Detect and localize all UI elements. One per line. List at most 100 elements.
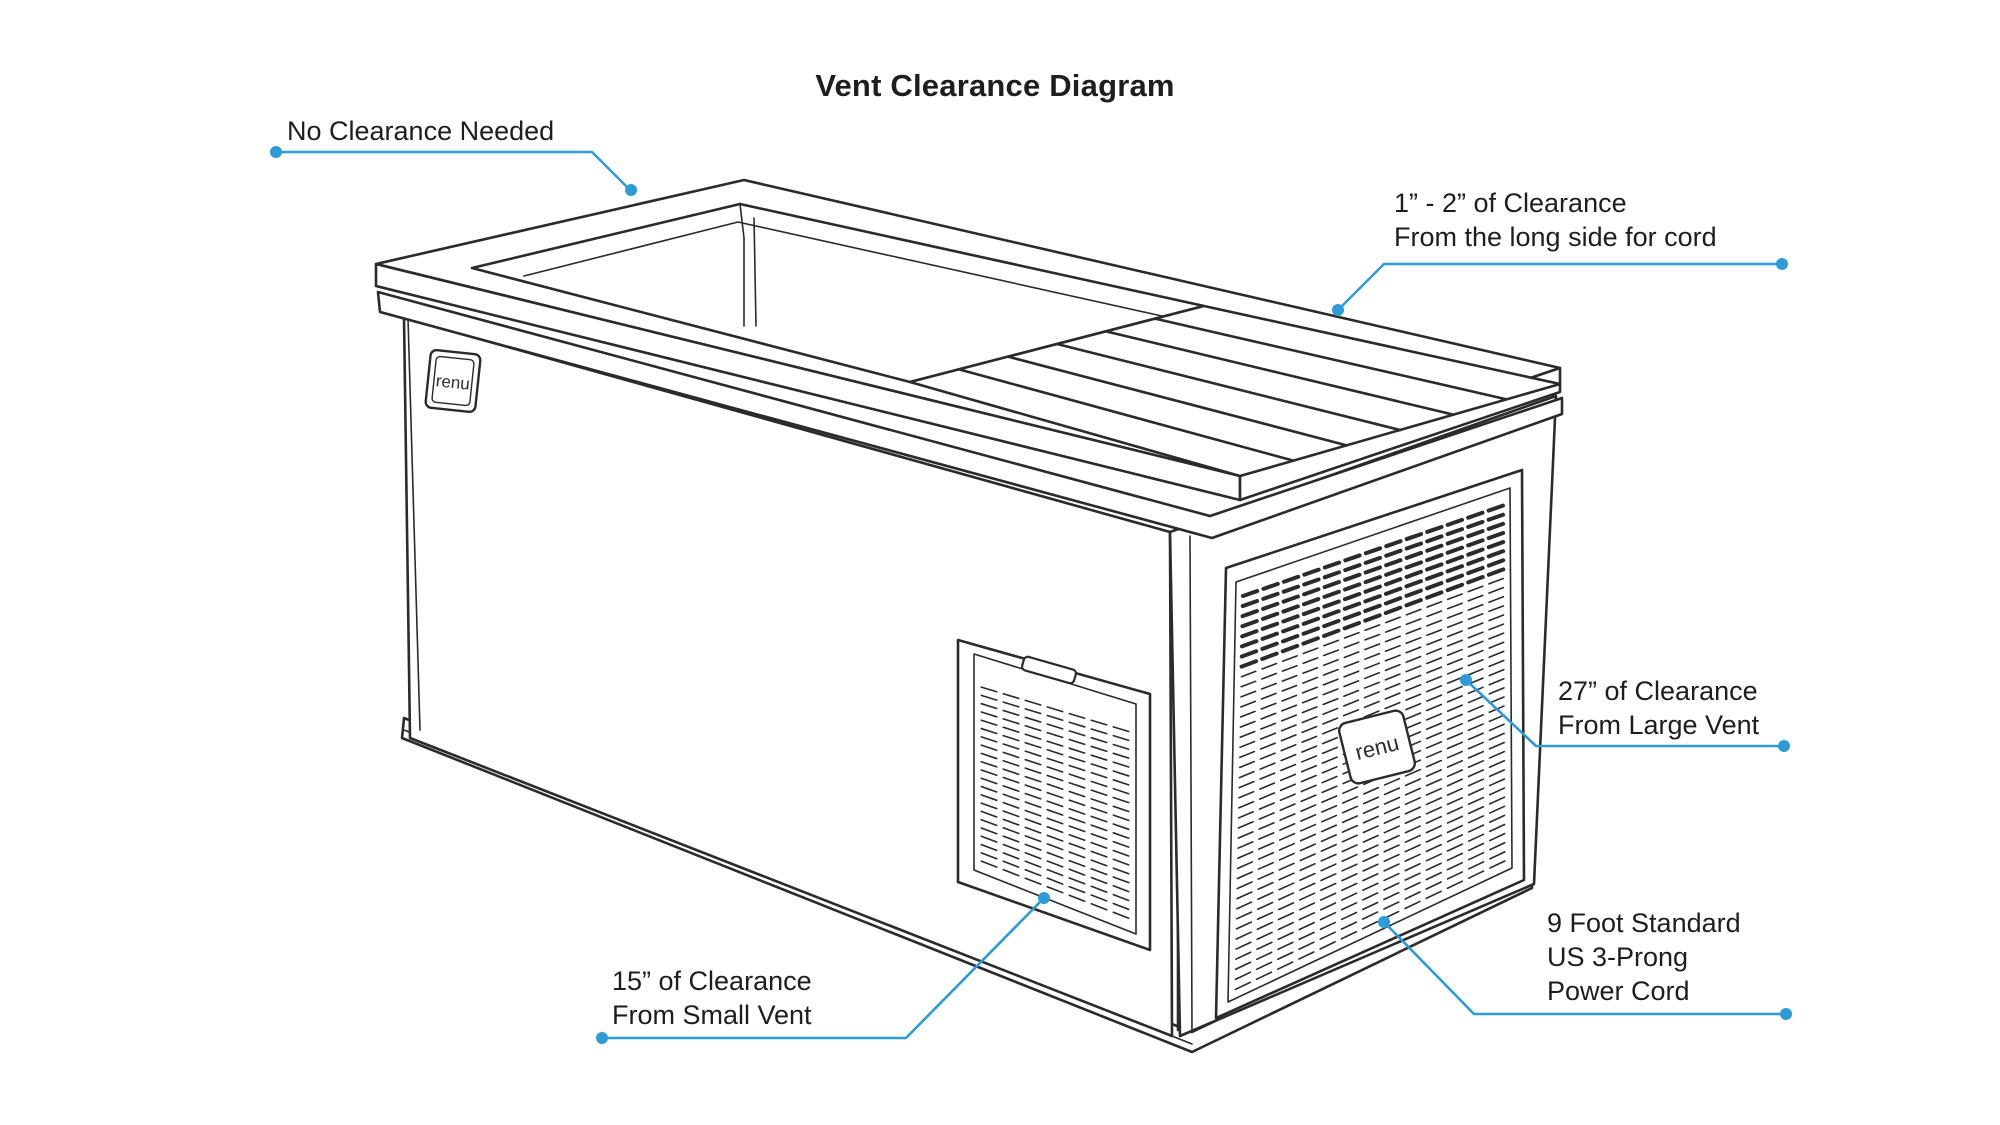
large-vent-slat bbox=[1404, 797, 1422, 806]
large-vent-slat bbox=[1260, 641, 1279, 651]
small-vent-slat bbox=[1068, 877, 1086, 885]
large-vent-slat bbox=[1466, 538, 1485, 548]
large-vent-slat bbox=[1281, 704, 1298, 712]
small-vent-slat bbox=[1112, 796, 1130, 804]
small-vent-slat bbox=[1090, 902, 1108, 911]
large-vent-slat bbox=[1322, 570, 1342, 580]
small-vent-slat bbox=[1002, 709, 1020, 717]
small-vent-slat bbox=[1046, 808, 1064, 816]
small-vent-slat bbox=[1112, 858, 1130, 866]
large-vent-slat bbox=[1486, 540, 1506, 550]
large-vent-slat bbox=[1488, 577, 1505, 585]
small-vent-slat bbox=[1112, 761, 1130, 768]
large-vent-slat bbox=[1237, 820, 1254, 829]
small-vent-slat bbox=[980, 860, 998, 868]
large-vent-slat bbox=[1239, 710, 1256, 718]
large-vent-slat bbox=[1322, 678, 1339, 686]
large-vent-slat bbox=[1383, 596, 1403, 606]
large-vent-slat bbox=[1467, 585, 1484, 593]
large-vent-slat bbox=[1320, 853, 1337, 862]
large-vent-slat bbox=[1301, 626, 1320, 636]
large-vent-slat bbox=[1404, 853, 1421, 862]
large-vent-slat bbox=[1239, 730, 1256, 739]
small-vent-slat bbox=[1046, 834, 1064, 842]
callout-line: 9 Foot Standard bbox=[1547, 908, 1741, 938]
large-vent-slat bbox=[1277, 902, 1295, 911]
small-vent-slat bbox=[1068, 721, 1086, 728]
large-vent-slat bbox=[1298, 892, 1316, 901]
small-vent-slat bbox=[1024, 809, 1042, 817]
large-vent-slat bbox=[1446, 787, 1464, 796]
large-vent-slat bbox=[1302, 567, 1321, 577]
large-vent-slat bbox=[1489, 851, 1506, 860]
large-vent-slat bbox=[1319, 941, 1336, 950]
large-vent-slat bbox=[1256, 951, 1273, 961]
small-vent-slat bbox=[1024, 792, 1042, 800]
large-vent-slat bbox=[1426, 628, 1443, 637]
large-vent-slat bbox=[1404, 550, 1424, 561]
callout-small-vent-clearance: 15” of Clearance From Small Vent bbox=[612, 964, 812, 1032]
small-vent-slat bbox=[1002, 743, 1020, 750]
small-vent-slat bbox=[1112, 805, 1130, 813]
large-vent-slat bbox=[1426, 656, 1443, 665]
small-vent-slat bbox=[1002, 843, 1020, 852]
large-vent-slat bbox=[1404, 532, 1424, 542]
large-vent-slat bbox=[1257, 851, 1275, 860]
large-vent-slat bbox=[1281, 674, 1298, 682]
large-vent-slat bbox=[1445, 582, 1465, 593]
large-vent-slat bbox=[1238, 770, 1255, 779]
large-vent-slat bbox=[1425, 825, 1443, 834]
small-vent-slat bbox=[1024, 877, 1042, 885]
large-vent-slat bbox=[1446, 861, 1464, 871]
small-vent-slat bbox=[1002, 776, 1020, 784]
large-vent-slat bbox=[1446, 778, 1464, 787]
large-vent-slat bbox=[1363, 546, 1383, 556]
large-vent-slat bbox=[1278, 892, 1295, 901]
large-vent-slat bbox=[1446, 667, 1463, 675]
callout-line: 1” - 2” of Clearance bbox=[1394, 188, 1627, 218]
small-vent-slat bbox=[980, 711, 998, 718]
large-vent-slat bbox=[1362, 892, 1379, 901]
large-vent-slat bbox=[1301, 597, 1321, 607]
small-vent-slat bbox=[1046, 843, 1064, 851]
large-vent-slat bbox=[1261, 581, 1280, 591]
large-vent-slat bbox=[1302, 587, 1321, 597]
large-vent-slat bbox=[1300, 794, 1317, 803]
large-vent-slat bbox=[1384, 673, 1401, 681]
large-vent-slat bbox=[1300, 784, 1317, 793]
large-vent-slat bbox=[1321, 795, 1338, 804]
large-vent-slat bbox=[1300, 813, 1317, 822]
large-vent-slat bbox=[1279, 813, 1296, 821]
large-vent-slat bbox=[1298, 931, 1315, 941]
large-vent-slat bbox=[1383, 815, 1400, 824]
large-vent-slat bbox=[1320, 834, 1337, 843]
large-vent-slat bbox=[1323, 639, 1340, 647]
large-vent-slat bbox=[1489, 832, 1506, 842]
large-vent-slat bbox=[1405, 627, 1422, 635]
large-vent-slat bbox=[1260, 702, 1277, 710]
large-vent-slat bbox=[1362, 863, 1379, 872]
large-vent-slat bbox=[1383, 901, 1400, 910]
large-vent-slat bbox=[1362, 796, 1380, 805]
large-vent-slat bbox=[1236, 901, 1253, 910]
small-vent-slat bbox=[1090, 798, 1108, 805]
large-vent-slat bbox=[1426, 638, 1443, 646]
large-vent-slat bbox=[1343, 670, 1360, 678]
small-vent-slat bbox=[1024, 818, 1042, 826]
small-vent-slat bbox=[980, 769, 998, 777]
large-vent-slat bbox=[1362, 844, 1379, 853]
large-vent-slat bbox=[1488, 741, 1505, 750]
large-vent-slat bbox=[1259, 782, 1276, 790]
large-vent-slat bbox=[1488, 805, 1506, 814]
large-vent-slat bbox=[1467, 750, 1485, 759]
large-vent-slat bbox=[1384, 644, 1401, 653]
large-vent-slat bbox=[1384, 616, 1402, 624]
large-vent-slat bbox=[1320, 873, 1337, 882]
large-vent-slat bbox=[1446, 852, 1464, 862]
large-vent-slat bbox=[1278, 852, 1295, 861]
small-vent-slat bbox=[1024, 784, 1042, 792]
large-vent-slat bbox=[1383, 872, 1400, 882]
large-vent-slat bbox=[1488, 623, 1505, 631]
large-vent-slat bbox=[1301, 725, 1318, 734]
large-vent-slat bbox=[1404, 579, 1423, 589]
